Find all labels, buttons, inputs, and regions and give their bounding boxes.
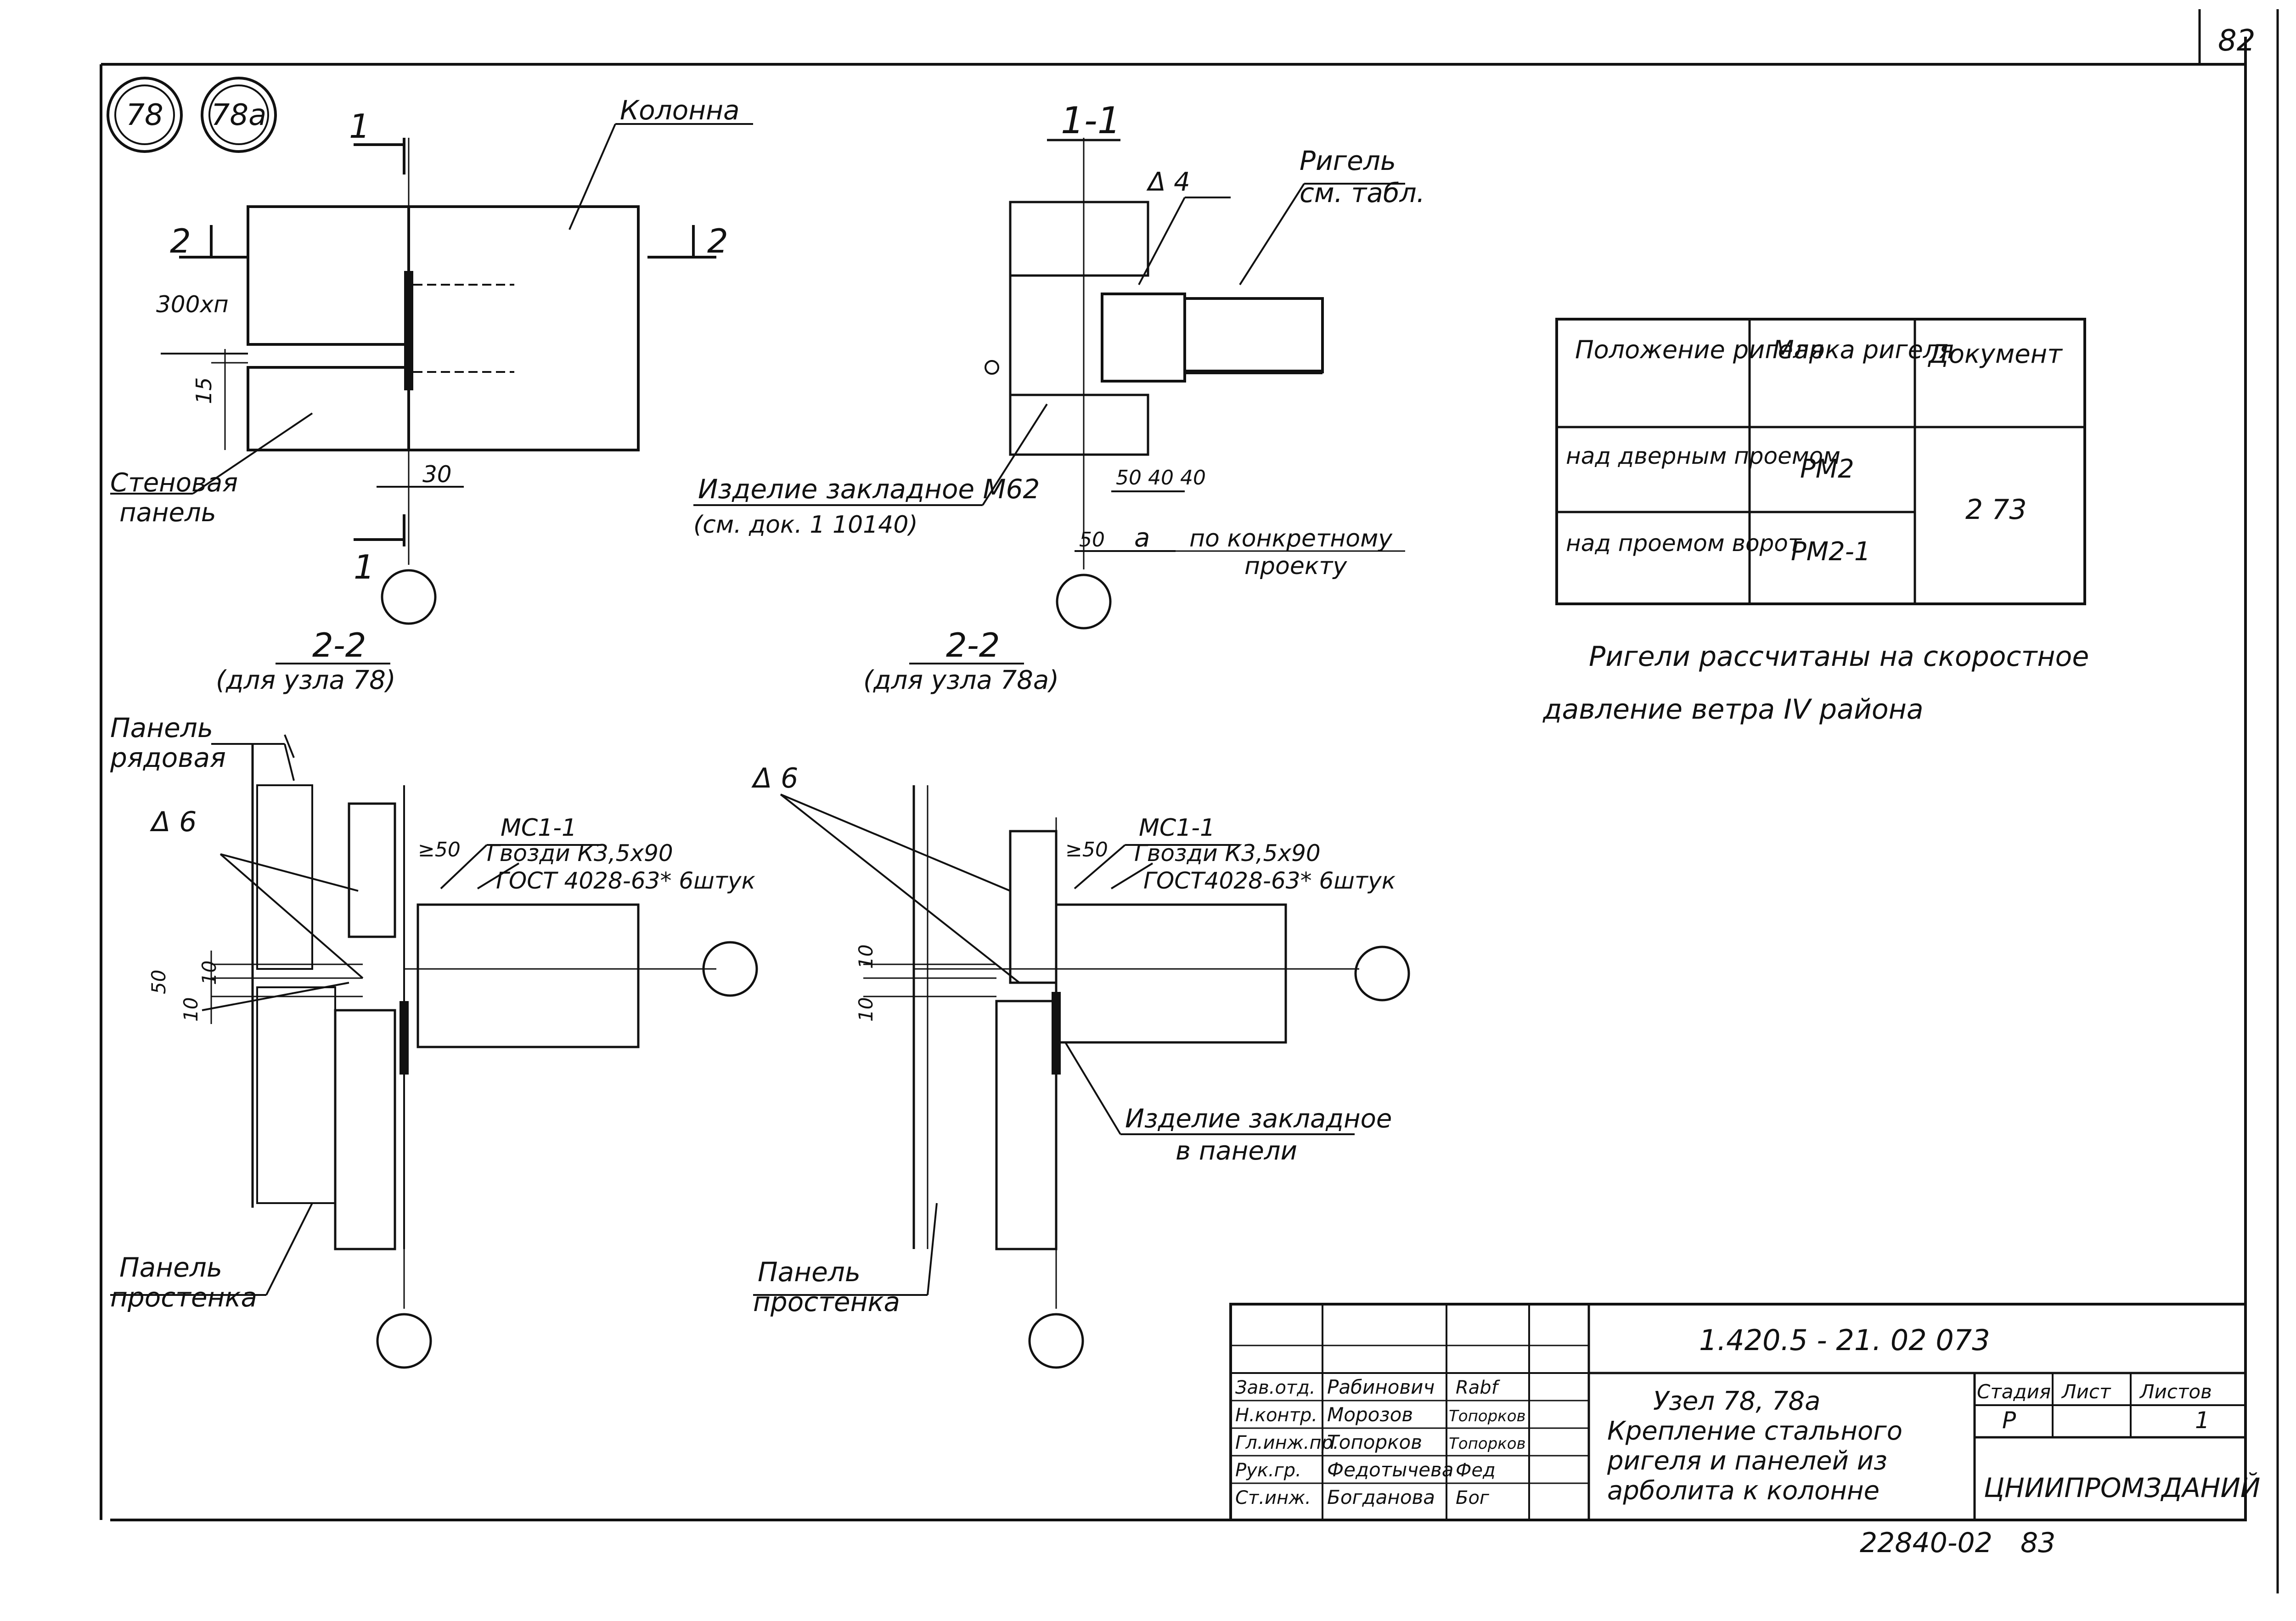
stage-header: Стадия bbox=[1977, 1380, 2051, 1403]
label-pier-right-2: простенка bbox=[753, 1286, 900, 1317]
staff-sign-5: Бог bbox=[1456, 1487, 1490, 1508]
dim-a: а bbox=[1134, 523, 1150, 553]
label-by-project-2: проекту bbox=[1244, 552, 1348, 580]
dim-ge50-right: ≥50 bbox=[1065, 838, 1108, 861]
staff-sign-2: Топорков bbox=[1449, 1407, 1526, 1425]
label-mc11-right: МС1-1 bbox=[1139, 814, 1215, 842]
organization: ЦНИИПРОМЗДАНИЙ bbox=[1984, 1472, 2260, 1503]
node-label-78: 78 bbox=[126, 98, 163, 132]
bottom-page: 83 bbox=[2020, 1527, 2055, 1559]
staff-role-3: Гл.инж.пр. bbox=[1235, 1432, 1339, 1453]
page-number: 82 bbox=[2218, 24, 2255, 58]
title-line-3: ригеля и панелей из bbox=[1607, 1446, 1887, 1476]
label-panel-row-1: Панель bbox=[110, 712, 213, 743]
node-label-78a: 78а bbox=[211, 98, 267, 132]
dim-10-right-a: 10 bbox=[855, 997, 877, 1022]
title-line-4: арболита к колонне bbox=[1607, 1476, 1880, 1506]
weld-d6-left: Δ 6 bbox=[150, 806, 197, 838]
section-mark-2-right: 2 bbox=[707, 222, 728, 260]
label-embedded-panel-1: Изделие закладное bbox=[1125, 1104, 1392, 1134]
label-embedded-m62-2: (см. док. 1 10140) bbox=[693, 511, 918, 539]
label-rigel-2: см. табл. bbox=[1300, 177, 1425, 208]
bottom-number: 22840-02 bbox=[1860, 1527, 1992, 1559]
staff-name-2: Морозов bbox=[1327, 1403, 1413, 1426]
dim-50-section: 50 bbox=[1079, 528, 1105, 552]
label-for-node-78a: (для узла 78а) bbox=[863, 665, 1059, 695]
label-for-node-78: (для узла 78) bbox=[216, 665, 396, 695]
staff-role-1: Зав.отд. bbox=[1235, 1377, 1316, 1398]
table-row-1-mark: РМ2 bbox=[1800, 454, 1854, 484]
staff-role-5: Ст.инж. bbox=[1235, 1487, 1311, 1508]
detail-2-2-node-78a bbox=[753, 785, 1410, 1369]
section-title-1-1: 1-1 bbox=[1061, 99, 1121, 142]
dim-300xp: 300хп bbox=[156, 291, 229, 318]
dim-10-right-b: 10 bbox=[855, 945, 877, 969]
label-column: Колонна bbox=[620, 95, 740, 126]
staff-name-1: Рабинович bbox=[1327, 1376, 1435, 1398]
dim-50-left: 50 bbox=[147, 970, 170, 994]
section-title-2-2-b: 2-2 bbox=[946, 626, 1000, 664]
label-mc11-left: МС1-1 bbox=[501, 814, 577, 842]
label-wall-panel-1: Стеновая bbox=[110, 468, 238, 498]
label-nails-right-1: Гвозди К3,5х90 bbox=[1134, 840, 1321, 867]
note-line-1: Ригели рассчитаны на скоростное bbox=[1589, 641, 2089, 673]
table-row-2-position: над проемом ворот bbox=[1566, 530, 1802, 557]
section-mark-1-top: 1 bbox=[349, 107, 370, 146]
staff-sign-1: Rabf bbox=[1456, 1377, 1501, 1398]
sheets-value: 1 bbox=[2195, 1407, 2210, 1434]
dim-15: 15 bbox=[191, 377, 216, 404]
dims-50-40-40: 50 40 40 bbox=[1116, 466, 1206, 490]
dim-ge50-left: ≥50 bbox=[418, 838, 461, 861]
table-header-position: Положение ригеля bbox=[1575, 335, 1824, 364]
label-pier-right-1: Панель bbox=[758, 1256, 861, 1288]
staff-sign-3: Топорков bbox=[1449, 1435, 1526, 1453]
dim-10-left-b: 10 bbox=[180, 997, 202, 1022]
table-header-mark: Марка ригеля bbox=[1773, 335, 1954, 364]
label-embedded-panel-2: в панели bbox=[1176, 1136, 1297, 1166]
stage-value: Р bbox=[2002, 1407, 2016, 1434]
label-pier-left-1: Панель bbox=[119, 1252, 222, 1283]
staff-name-4: Федотычева bbox=[1327, 1458, 1454, 1481]
doc-code: 1.420.5 - 21. 02 073 bbox=[1699, 1323, 1990, 1357]
sheet-header: Лист bbox=[2061, 1380, 2111, 1403]
table-document: 2 73 bbox=[1965, 494, 2027, 526]
table-row-1-position: над дверным проемом bbox=[1566, 443, 1840, 469]
title-line-2: Крепление стального bbox=[1607, 1416, 1902, 1446]
staff-role-4: Рук.гр. bbox=[1235, 1460, 1301, 1481]
section-mark-2-left: 2 bbox=[170, 222, 191, 260]
node-markers bbox=[107, 77, 277, 153]
rigel-table bbox=[1555, 318, 2086, 605]
note-line-2: давление ветра IV района bbox=[1542, 693, 1924, 726]
label-embedded-m62-1: Изделие закладное М62 bbox=[698, 473, 1040, 505]
label-pier-left-2: простенка bbox=[110, 1282, 257, 1313]
label-nails-right-2: ГОСТ4028-63* 6штук bbox=[1143, 867, 1396, 894]
label-nails-left-2: ГОСТ 4028-63* 6штук bbox=[496, 867, 755, 894]
label-rigel-1: Ригель bbox=[1300, 145, 1396, 176]
dim-10-left-a: 10 bbox=[198, 961, 220, 985]
title-line-1: Узел 78, 78а bbox=[1653, 1386, 1820, 1416]
title-block bbox=[1229, 1303, 2247, 1521]
staff-name-3: Топорков bbox=[1327, 1431, 1422, 1453]
weld-d6-right: Δ 6 bbox=[751, 762, 798, 794]
section-mark-1-bottom: 1 bbox=[354, 548, 375, 586]
staff-role-2: Н.контр. bbox=[1235, 1405, 1317, 1426]
label-wall-panel-2: панель bbox=[119, 498, 216, 528]
sheets-header: Листов bbox=[2139, 1380, 2212, 1403]
label-nails-left-1: Гвозди К3,5х90 bbox=[487, 840, 673, 867]
weld-d4: Δ 4 bbox=[1146, 167, 1190, 197]
detail-2-2-node-78 bbox=[110, 734, 758, 1369]
table-row-2-mark: РМ2-1 bbox=[1791, 537, 1871, 567]
staff-sign-4: Фед bbox=[1456, 1460, 1496, 1481]
staff-name-5: Богданова bbox=[1327, 1486, 1435, 1508]
detail-plan-view bbox=[110, 123, 753, 625]
detail-section-1-1 bbox=[693, 138, 1405, 630]
label-by-project-1: по конкретному bbox=[1189, 525, 1393, 552]
table-header-document: Документ bbox=[1927, 339, 2063, 369]
section-title-2-2-a: 2-2 bbox=[312, 626, 366, 664]
label-panel-row-2: рядовая bbox=[110, 742, 226, 773]
dim-30: 30 bbox=[422, 461, 452, 488]
